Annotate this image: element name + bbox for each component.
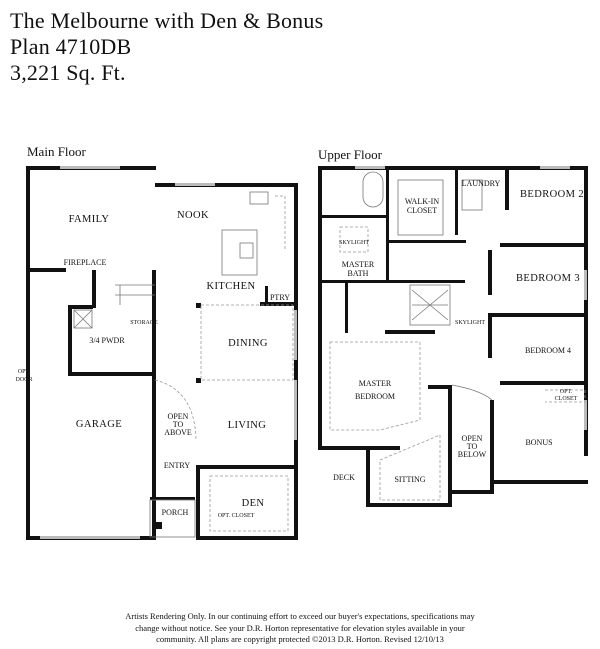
label-den-opt-closet: OPT. CLOSET (218, 513, 255, 519)
label-skylight-bath: SKYLIGHT (339, 240, 369, 246)
main-floor-heading: Main Floor (27, 144, 86, 159)
room-label-master-bath-1: MASTER (342, 260, 375, 269)
room-label-nook: NOOK (177, 210, 209, 221)
room-label-master-bath-2: BATH (348, 269, 369, 278)
room-label-den: DEN (242, 498, 265, 509)
label-bonus-opt-closet-1: OPT. (560, 389, 573, 395)
label-open-to-above-2: TO (173, 420, 184, 429)
plan-title: The Melbourne with Den & Bonus (10, 8, 324, 33)
room-label-living: LIVING (228, 420, 267, 431)
main-floor-walls (26, 166, 298, 540)
room-label-bedroom-4: BEDROOM 4 (525, 346, 571, 355)
label-open-to-below-3: BELOW (458, 450, 487, 459)
disclaimer-line-2: change without notice. See your D.R. Hor… (135, 622, 465, 633)
room-label-powder: 3/4 PWDR (89, 336, 125, 345)
room-label-dining: DINING (228, 338, 268, 349)
label-bonus-opt-closet-2: CLOSET (555, 396, 578, 402)
room-label-kitchen: KITCHEN (207, 281, 256, 292)
upper-floor-labels: WALK-IN CLOSET LAUNDRY BEDROOM 2 SKYLIGH… (333, 179, 584, 484)
room-label-bedroom-2: BEDROOM 2 (520, 189, 584, 200)
label-opt-door-2: DOOR (15, 377, 32, 383)
room-label-laundry: LAUNDRY (462, 179, 501, 188)
upper-floor-walls (318, 166, 588, 507)
room-label-master-bedroom-2: BEDROOM (355, 392, 395, 401)
plan-number: Plan 4710DB (10, 34, 132, 59)
upper-floor-heading: Upper Floor (318, 147, 382, 162)
room-label-entry: ENTRY (164, 461, 190, 470)
room-label-porch: PORCH (162, 508, 189, 517)
room-label-storage: STORAGE (130, 320, 158, 326)
room-label-master-bedroom-1: MASTER (359, 379, 392, 388)
main-floor-labels: FAMILY NOOK KITCHEN PTRY FIREPLACE STORA… (15, 210, 290, 519)
label-open-to-above-3: ABOVE (164, 428, 192, 437)
label-fireplace: FIREPLACE (64, 258, 107, 267)
label-open-to-below-1: OPEN (462, 434, 483, 443)
room-label-garage: GARAGE (76, 419, 122, 430)
room-label-walkin-1: WALK-IN (405, 197, 439, 206)
label-skylight-stair: SKYLIGHT (455, 320, 485, 326)
label-open-to-above-1: OPEN (168, 412, 189, 421)
disclaimer: Artists Rendering Only. In our continuin… (60, 611, 540, 646)
label-open-to-below-2: TO (467, 442, 478, 451)
label-opt-door-1: OPT. (18, 369, 31, 375)
room-label-bedroom-3: BEDROOM 3 (516, 273, 580, 284)
disclaimer-line-1: Artists Rendering Only. In our continuin… (125, 611, 475, 621)
room-label-walkin-2: CLOSET (407, 206, 437, 215)
room-label-sitting: SITTING (394, 475, 425, 484)
room-label-deck: DECK (333, 473, 355, 482)
room-label-bonus: BONUS (525, 438, 552, 447)
square-footage: 3,221 Sq. Ft. (10, 60, 126, 85)
room-label-pantry: PTRY (270, 293, 290, 302)
disclaimer-line-3: community. All plans are copyright prote… (156, 634, 444, 644)
room-label-family: FAMILY (69, 214, 110, 225)
